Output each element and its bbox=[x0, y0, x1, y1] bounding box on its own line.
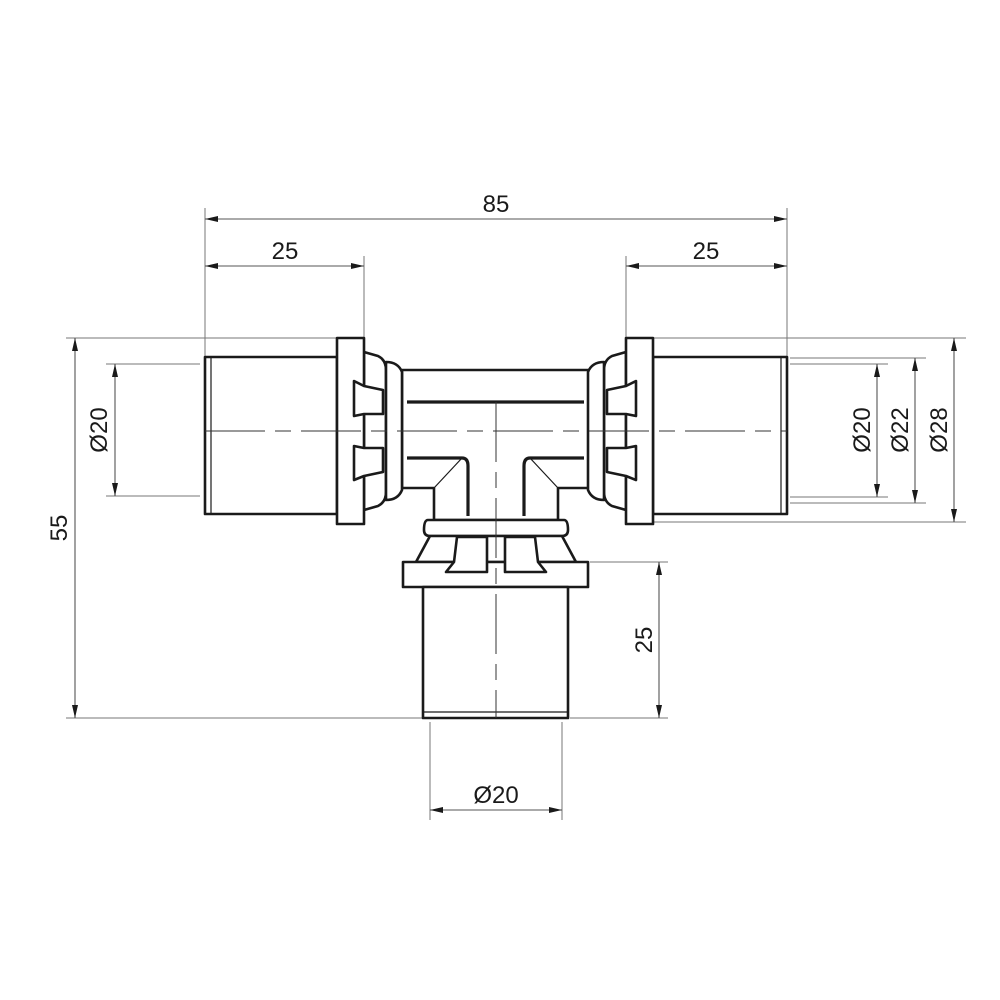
branch-insert-length-label: 25 bbox=[631, 627, 658, 654]
right-flange-diameter-label: Ø28 bbox=[926, 407, 953, 452]
right-insert-length-label: 25 bbox=[693, 238, 720, 265]
overall-length-label: 85 bbox=[483, 191, 510, 218]
right-pipe-insert bbox=[651, 355, 789, 516]
center-lines bbox=[205, 402, 787, 718]
left-compression-ring bbox=[335, 336, 404, 526]
dimension-lines bbox=[72, 216, 957, 813]
left-insert-length-label: 25 bbox=[272, 238, 299, 265]
right-pipe-diameter-label: Ø22 bbox=[887, 407, 914, 452]
extension-lines bbox=[66, 208, 966, 820]
right-inner-diameter-label: Ø20 bbox=[849, 407, 876, 452]
overall-height-label: 55 bbox=[46, 515, 73, 542]
branch-inner-diameter-label: Ø20 bbox=[473, 782, 518, 809]
dimension-labels: 85 25 25 55 Ø20 Ø20 Ø22 Ø28 25 Ø20 bbox=[46, 191, 953, 809]
right-compression-ring bbox=[586, 336, 655, 526]
left-pipe-insert bbox=[203, 355, 339, 516]
left-inner-diameter-label: Ø20 bbox=[86, 407, 113, 452]
